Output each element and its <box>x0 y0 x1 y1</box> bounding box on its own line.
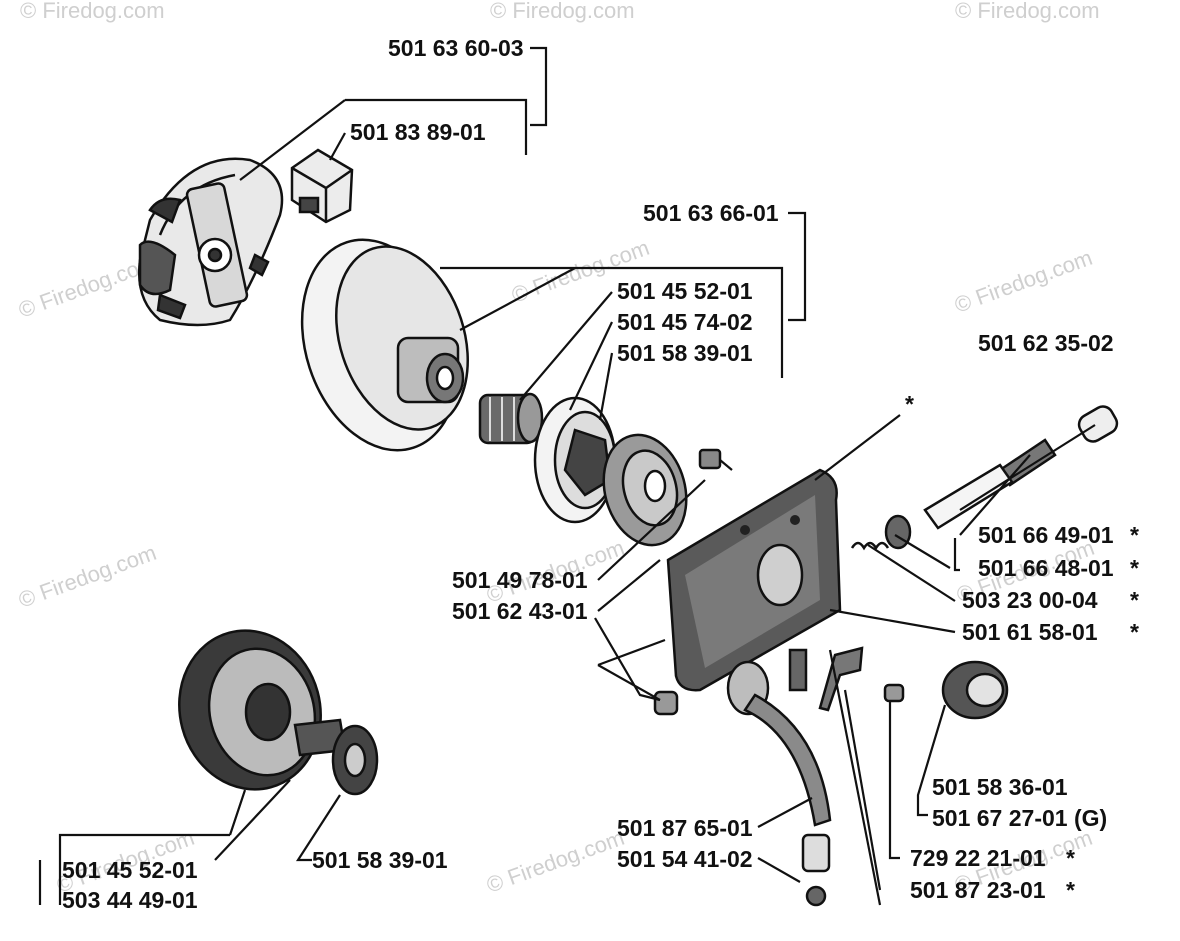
star-note: * <box>1130 555 1139 581</box>
watermark: © Firedog.com <box>15 540 159 613</box>
part-number-label: 501 61 58-01 <box>962 619 1098 645</box>
screw-drawing <box>698 448 733 471</box>
part-number-label: 729 22 21-01 <box>910 845 1046 871</box>
clutch-drum-drawing <box>300 238 469 452</box>
oil-hose-drawing <box>726 660 832 907</box>
star-note: * <box>1130 619 1139 645</box>
part-number-label: 501 54 41-02 <box>617 846 753 872</box>
part-number-label: 503 23 00-04 <box>962 587 1098 613</box>
watermark: © Firedog.com <box>955 0 1100 23</box>
oil-pump-plate-drawing <box>666 468 842 692</box>
worm-gear-drawing <box>941 660 1009 720</box>
spring-drawing <box>850 514 912 551</box>
star-marker-label: * <box>905 391 914 417</box>
part-number-label: 503 44 49-01 <box>62 887 198 913</box>
part-number-label: 501 66 48-01 <box>978 555 1114 581</box>
part-number-label: 501 83 89-01 <box>350 119 486 145</box>
part-number-label: 501 49 78-01 <box>452 567 588 593</box>
part-number-label: 501 45 74-02 <box>617 309 753 335</box>
clutch-spring-drawing <box>290 148 354 224</box>
part-number-label: 501 63 60-03 <box>388 35 524 61</box>
part-number-label: 501 62 35-02 <box>978 330 1114 356</box>
part-number-label: 501 58 39-01 <box>617 340 753 366</box>
watermark: © Firedog.com <box>951 245 1095 318</box>
watermark: © Firedog.com <box>490 0 635 23</box>
watermark: © Firedog.com <box>483 825 627 898</box>
part-number-label: 501 87 23-01 <box>910 877 1046 903</box>
plunger-drawing <box>923 405 1119 530</box>
part-number-label: 501 62 43-01 <box>452 598 588 624</box>
star-note: * <box>1066 877 1075 903</box>
watermark: © Firedog.com <box>20 0 165 23</box>
part-labels: 501 63 60-03 501 83 89-01 501 63 66-01 5… <box>62 35 1139 913</box>
part-number-label: 501 58 39-01 <box>312 847 448 873</box>
clutch-drum-alt-drawing <box>178 629 379 796</box>
needle-bearing-drawing <box>478 392 544 445</box>
part-number-label: 501 45 52-01 <box>617 278 753 304</box>
part-number-label: 501 63 66-01 <box>643 200 779 226</box>
clutch-assembly-drawing <box>138 157 284 327</box>
leader-lines <box>38 46 1096 906</box>
star-note: * <box>1130 587 1139 613</box>
part-number-label: 501 87 65-01 <box>617 815 753 841</box>
part-number-label: 501 66 49-01 <box>978 522 1114 548</box>
part-number-label: 501 45 52-01 <box>62 857 198 883</box>
part-number-label: 501 67 27-01 (G) <box>932 805 1107 831</box>
rim-sprocket-drawing <box>533 396 617 524</box>
fitting-drawing <box>653 646 905 716</box>
star-note: * <box>1066 845 1075 871</box>
watermark: © Firedog.com <box>15 250 159 323</box>
star-note: * <box>1130 522 1139 548</box>
part-number-label: 501 58 36-01 <box>932 774 1068 800</box>
